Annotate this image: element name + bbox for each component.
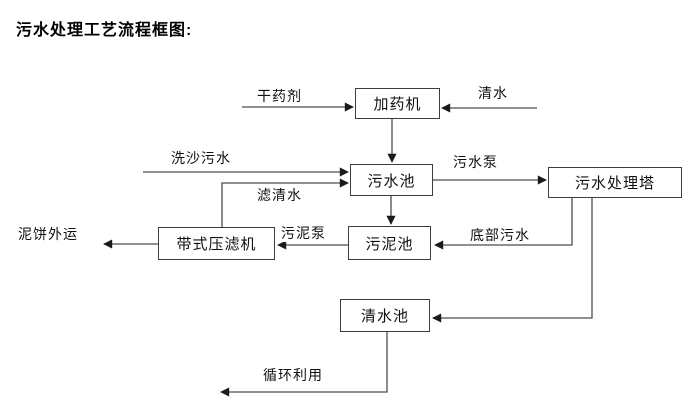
node-sewage-pool: 污水池 <box>350 164 433 196</box>
node-belt-filter-press: 带式压滤机 <box>158 227 275 260</box>
label-sludge-pump: 污泥泵 <box>281 224 326 242</box>
edge-bottom-sewage-to-sludge-pool <box>434 198 573 250</box>
label-filtered-water: 滤清水 <box>257 186 302 204</box>
edge-tower-to-clean-water-pool <box>432 198 593 323</box>
label-recycle-use: 循环利用 <box>263 366 323 384</box>
node-sewage-treatment-tower: 污水处理塔 <box>548 167 682 198</box>
label-mud-cake-out: 泥饼外运 <box>18 225 78 243</box>
node-sludge-pool: 污泥池 <box>348 226 431 260</box>
node-clean-water-pool: 清水池 <box>340 299 430 332</box>
page-title: 污水处理工艺流程框图: <box>16 22 193 39</box>
edge-filtered-water-to-sewage-pool <box>221 178 349 227</box>
label-bottom-sewage: 底部污水 <box>470 226 530 244</box>
edge-clean-water-pool-to-recycle <box>220 332 388 397</box>
label-sand-washing-sewage: 洗沙污水 <box>171 149 231 167</box>
label-sewage-pump: 污水泵 <box>453 153 498 171</box>
label-clean-water: 清水 <box>478 84 508 102</box>
node-dosing-machine: 加药机 <box>355 88 440 119</box>
label-dry-agent: 干药剂 <box>257 87 302 105</box>
